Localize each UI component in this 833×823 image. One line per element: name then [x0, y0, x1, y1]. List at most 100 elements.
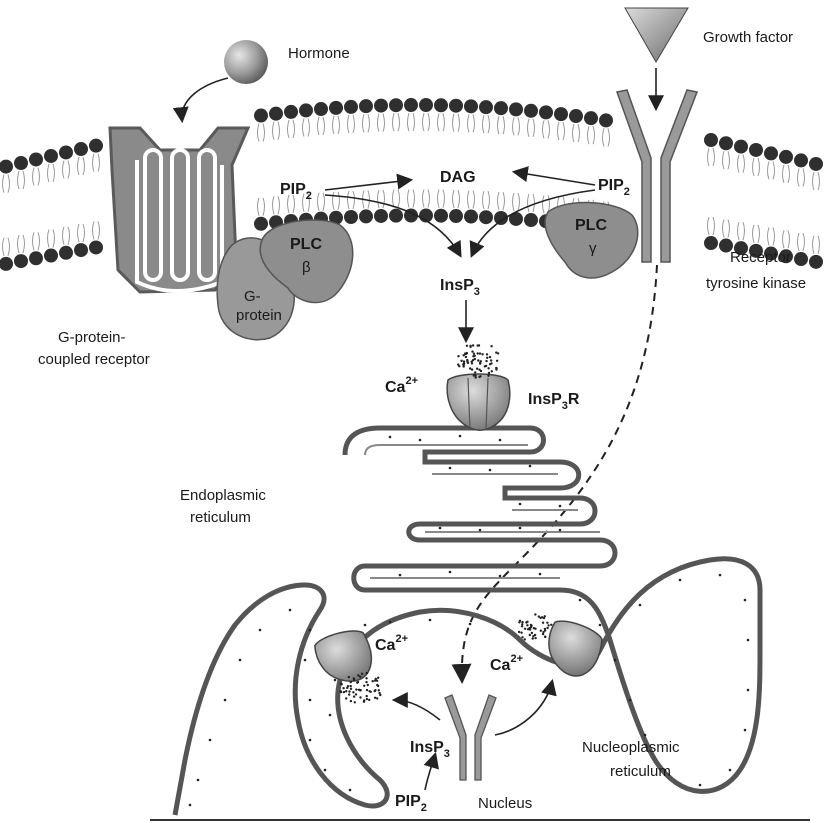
- ca-left-label: Ca2+: [375, 633, 408, 654]
- er-dot: [747, 639, 750, 642]
- calcium-dot: [363, 685, 365, 687]
- lipid-tail: [798, 168, 805, 251]
- calcium-dot: [534, 634, 536, 636]
- plc-beta-label: PLC: [290, 236, 322, 253]
- er-dot: [364, 624, 367, 627]
- calcium-dot: [361, 673, 363, 675]
- lipid-head: [389, 209, 403, 223]
- calcium-dot: [355, 688, 357, 690]
- calcium-dot: [359, 676, 361, 678]
- calcium-dot: [472, 344, 474, 346]
- calcium-dot: [520, 632, 522, 634]
- er-dot: [744, 599, 747, 602]
- calcium-dot: [526, 621, 528, 623]
- lipid-head: [299, 103, 313, 117]
- lipid-tail: [393, 113, 400, 207]
- calcium-dot: [367, 684, 369, 686]
- er-label-2: reticulum: [190, 509, 251, 526]
- er-dot: [449, 467, 452, 470]
- calcium-dot: [524, 628, 526, 630]
- pip2-right-label: PIP2: [598, 177, 630, 198]
- calcium-dot: [473, 353, 475, 355]
- calcium-dot: [457, 363, 459, 365]
- er-dot: [309, 699, 312, 702]
- er-dot: [744, 729, 747, 732]
- lipid-tail: [273, 122, 280, 215]
- er-dot: [499, 575, 502, 578]
- calcium-dot: [521, 625, 523, 627]
- ca-right-label: Ca2+: [490, 653, 523, 674]
- calcium-dot: [343, 691, 345, 693]
- insp3-receptor-icon: [447, 374, 510, 430]
- er-dot: [747, 689, 750, 692]
- calcium-dot: [546, 627, 548, 629]
- calcium-dot: [534, 637, 536, 639]
- calcium-dot: [518, 621, 520, 623]
- er-dot: [639, 604, 642, 607]
- er-dot: [399, 574, 402, 577]
- lipid-tail: [63, 160, 70, 244]
- lipid-tail: [558, 122, 565, 215]
- calcium-dot: [534, 628, 536, 630]
- lipid-head: [434, 209, 448, 223]
- calcium-dot: [478, 369, 480, 371]
- er-dot: [559, 529, 562, 532]
- calcium-dot: [359, 696, 361, 698]
- calcium-dot: [464, 352, 466, 354]
- er-label-1: Endoplasmic: [180, 487, 266, 504]
- calcium-dot: [481, 353, 483, 355]
- lipid-head: [719, 136, 733, 150]
- lipid-tail: [378, 114, 385, 208]
- calcium-dot: [544, 636, 546, 638]
- lipid-head: [254, 109, 268, 123]
- lipid-tail: [483, 115, 490, 209]
- lipid-tail: [408, 113, 415, 207]
- calcium-dot: [546, 622, 548, 624]
- g-protein-label-2: protein: [236, 307, 282, 324]
- er-dot: [459, 435, 462, 438]
- calcium-dot: [457, 355, 459, 357]
- calcium-dot: [354, 701, 356, 703]
- calcium-dot: [376, 684, 378, 686]
- lipid-tail: [3, 175, 10, 256]
- er-dot: [309, 629, 312, 632]
- lipid-head: [344, 210, 358, 224]
- er-dot: [429, 619, 432, 622]
- calcium-dot: [374, 689, 376, 691]
- calcium-dot: [460, 360, 462, 362]
- calcium-dot: [350, 688, 352, 690]
- lipid-tail: [513, 117, 520, 211]
- calcium-dot: [539, 617, 541, 619]
- calcium-dot: [348, 693, 350, 695]
- lipid-head: [524, 104, 538, 118]
- calcium-dot: [477, 352, 479, 354]
- plc-beta-greek: β: [302, 259, 311, 276]
- lipid-head: [479, 100, 493, 114]
- er-dot: [539, 573, 542, 576]
- lipid-head: [449, 209, 463, 223]
- er-dot: [189, 804, 192, 807]
- calcium-dot: [346, 687, 348, 689]
- calcium-dot: [540, 630, 542, 632]
- nucleus-label: Nucleus: [478, 795, 532, 812]
- calcium-dot: [477, 359, 479, 361]
- calcium-dot: [544, 628, 546, 630]
- calcium-dot: [487, 367, 489, 369]
- calcium-dot: [490, 345, 492, 347]
- calcium-dot: [376, 697, 378, 699]
- nuclear-receptor-y-icon: [445, 695, 496, 780]
- plc-gamma-label: PLC: [575, 217, 607, 234]
- lipid-head: [314, 102, 328, 116]
- lipid-head: [599, 113, 613, 127]
- lipid-tail: [18, 171, 25, 253]
- er-dot: [289, 609, 292, 612]
- er-dot: [699, 784, 702, 787]
- insp3r-label: InsP3R: [528, 391, 580, 412]
- calcium-dot: [488, 372, 490, 374]
- lipid-tail: [768, 161, 775, 245]
- er-dot: [389, 436, 392, 439]
- calcium-dot: [471, 362, 473, 364]
- calcium-dot: [479, 352, 481, 354]
- lipid-tail: [528, 119, 535, 212]
